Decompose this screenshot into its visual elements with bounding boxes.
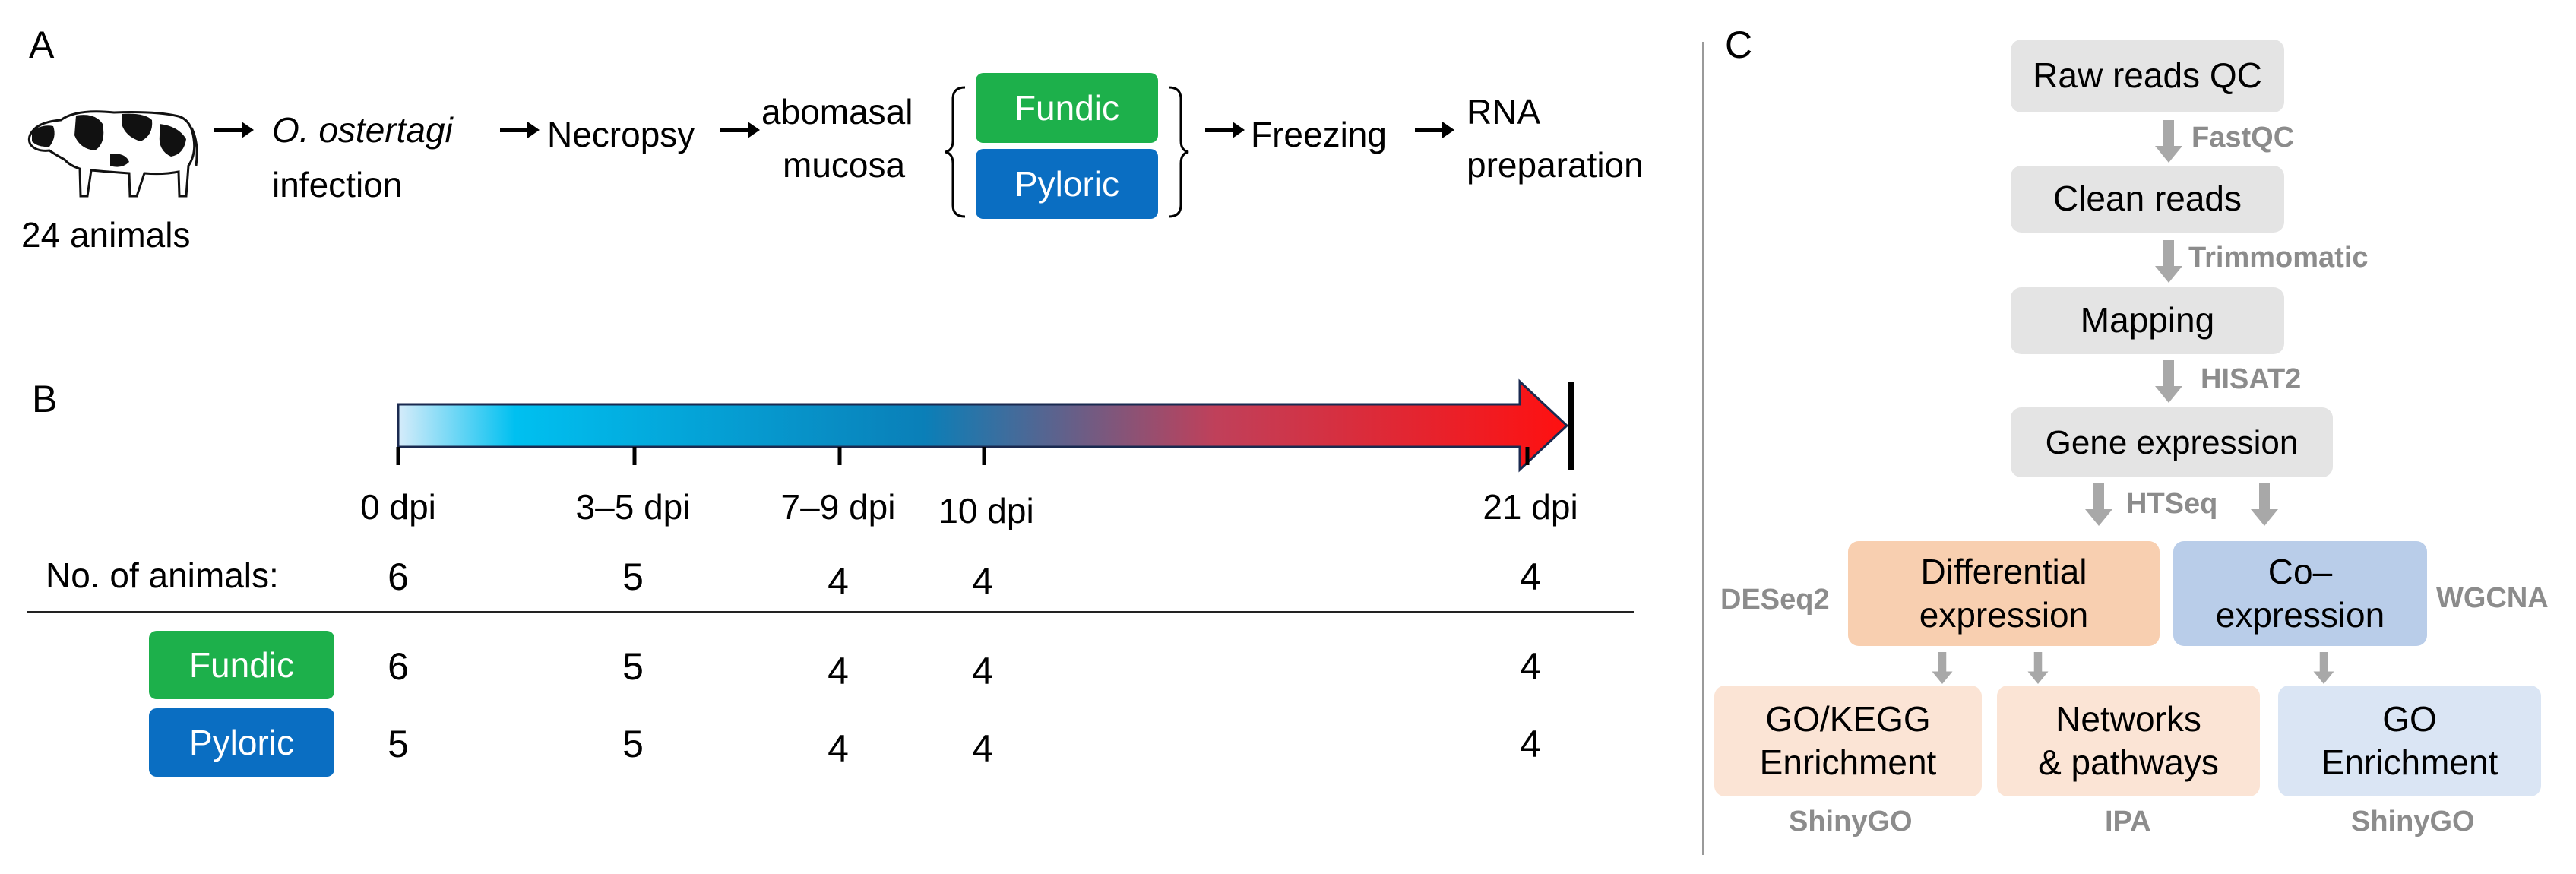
co-expression-box: Co– expression bbox=[2173, 541, 2427, 646]
down-arrow-icon bbox=[1932, 652, 1953, 684]
tool-label: ShinyGO bbox=[2351, 806, 2475, 838]
panel-letter-b: B bbox=[32, 378, 58, 420]
go-enrichment-box: GO Enrichment bbox=[2278, 686, 2541, 796]
count-cell: 5 bbox=[622, 556, 644, 598]
count-cell: 4 bbox=[828, 727, 849, 770]
tool-label: ShinyGO bbox=[1789, 806, 1913, 838]
differential-expression-box: Differential expression bbox=[1848, 541, 2160, 646]
gokegg-enrichment-box: GO/KEGG Enrichment bbox=[1714, 686, 1982, 796]
box-label-line: GO bbox=[2382, 698, 2437, 739]
count-cell: 5 bbox=[622, 645, 644, 688]
count-cell: 4 bbox=[828, 560, 849, 603]
infection-species: O. ostertagi bbox=[272, 110, 453, 150]
rna-line1: RNA bbox=[1467, 92, 1541, 131]
count-cell: 4 bbox=[1520, 645, 1541, 688]
tool-label: FastQC bbox=[2191, 122, 2295, 154]
row-total-label: No. of animals: bbox=[46, 556, 279, 595]
timepoint-label: 7–9 dpi bbox=[780, 487, 896, 527]
count-cell: 4 bbox=[972, 560, 993, 603]
fundic-row-label: Fundic bbox=[149, 631, 334, 699]
count-cell: 4 bbox=[972, 727, 993, 770]
gene-expression-box: Gene expression bbox=[2011, 407, 2333, 477]
networks-pathways-box: Networks & pathways bbox=[1997, 686, 2260, 796]
tool-label: IPA bbox=[2105, 806, 2151, 838]
flow-arrow-icon bbox=[214, 122, 254, 138]
count-cell: 4 bbox=[972, 650, 993, 692]
down-arrow-icon bbox=[2027, 652, 2049, 684]
box-label-line: Networks bbox=[2055, 698, 2201, 739]
down-arrow-icon bbox=[2155, 240, 2182, 283]
panel-letter-a: A bbox=[29, 24, 55, 66]
count-cell: 4 bbox=[1520, 723, 1541, 765]
box-label-line: Differential bbox=[1920, 551, 2087, 591]
table-divider bbox=[27, 611, 1634, 613]
animal-count: 24 animals bbox=[21, 215, 191, 255]
down-arrow-icon bbox=[2155, 360, 2182, 403]
timepoint-label: 0 dpi bbox=[360, 487, 436, 527]
box-label-line: expression bbox=[2215, 595, 2385, 635]
down-arrow-icon bbox=[2155, 120, 2182, 163]
raw-reads-box: Raw reads QC bbox=[2011, 40, 2284, 112]
right-brace-icon bbox=[1168, 86, 1189, 218]
tool-label: HTSeq bbox=[2126, 488, 2218, 520]
box-label-line: expression bbox=[1919, 595, 2089, 635]
freezing-label: Freezing bbox=[1251, 115, 1387, 154]
box-label-line: Co– bbox=[2267, 551, 2333, 591]
down-arrow-icon bbox=[2085, 483, 2112, 526]
box-label-line: Enrichment bbox=[1759, 743, 1937, 782]
count-cell: 6 bbox=[388, 645, 409, 688]
timepoint-label: 3–5 dpi bbox=[575, 487, 691, 527]
infection-label: infection bbox=[272, 165, 403, 204]
panel-divider bbox=[1702, 42, 1704, 855]
timeline-arrow bbox=[396, 378, 1574, 473]
down-arrow-icon bbox=[2313, 652, 2334, 684]
tool-label: WGCNA bbox=[2436, 582, 2549, 614]
mucosa-line2: mucosa bbox=[783, 145, 906, 185]
down-arrow-icon bbox=[2251, 483, 2278, 526]
box-label-line: & pathways bbox=[2038, 743, 2219, 782]
fundic-box: Fundic bbox=[976, 73, 1158, 143]
tool-label: HISAT2 bbox=[2201, 363, 2302, 395]
tool-label: DESeq2 bbox=[1720, 584, 1830, 616]
pyloric-row-label: Pyloric bbox=[149, 708, 334, 777]
necropsy-label: Necropsy bbox=[547, 115, 695, 154]
pyloric-box: Pyloric bbox=[976, 149, 1158, 219]
flow-arrow-icon bbox=[500, 122, 540, 138]
count-cell: 4 bbox=[828, 650, 849, 692]
timepoint-label: 21 dpi bbox=[1483, 487, 1578, 527]
left-brace-icon bbox=[945, 86, 966, 218]
mapping-box: Mapping bbox=[2011, 287, 2284, 354]
count-cell: 5 bbox=[388, 723, 409, 765]
rna-line2: preparation bbox=[1467, 145, 1644, 185]
count-cell: 5 bbox=[622, 723, 644, 765]
count-cell: 4 bbox=[1520, 556, 1541, 598]
box-label-line: GO/KEGG bbox=[1765, 698, 1931, 739]
flow-arrow-icon bbox=[1415, 122, 1454, 138]
flow-arrow-icon bbox=[720, 122, 760, 138]
flow-arrow-icon bbox=[1205, 122, 1245, 138]
mucosa-line1: abomasal bbox=[761, 92, 913, 131]
box-label-line: Enrichment bbox=[2321, 743, 2498, 782]
cow-icon bbox=[27, 110, 198, 198]
panel-letter-c: C bbox=[1725, 24, 1753, 66]
timepoint-label: 10 dpi bbox=[938, 491, 1034, 530]
clean-reads-box: Clean reads bbox=[2011, 166, 2284, 233]
tool-label: Trimmomatic bbox=[2188, 242, 2369, 274]
count-cell: 6 bbox=[388, 556, 409, 598]
